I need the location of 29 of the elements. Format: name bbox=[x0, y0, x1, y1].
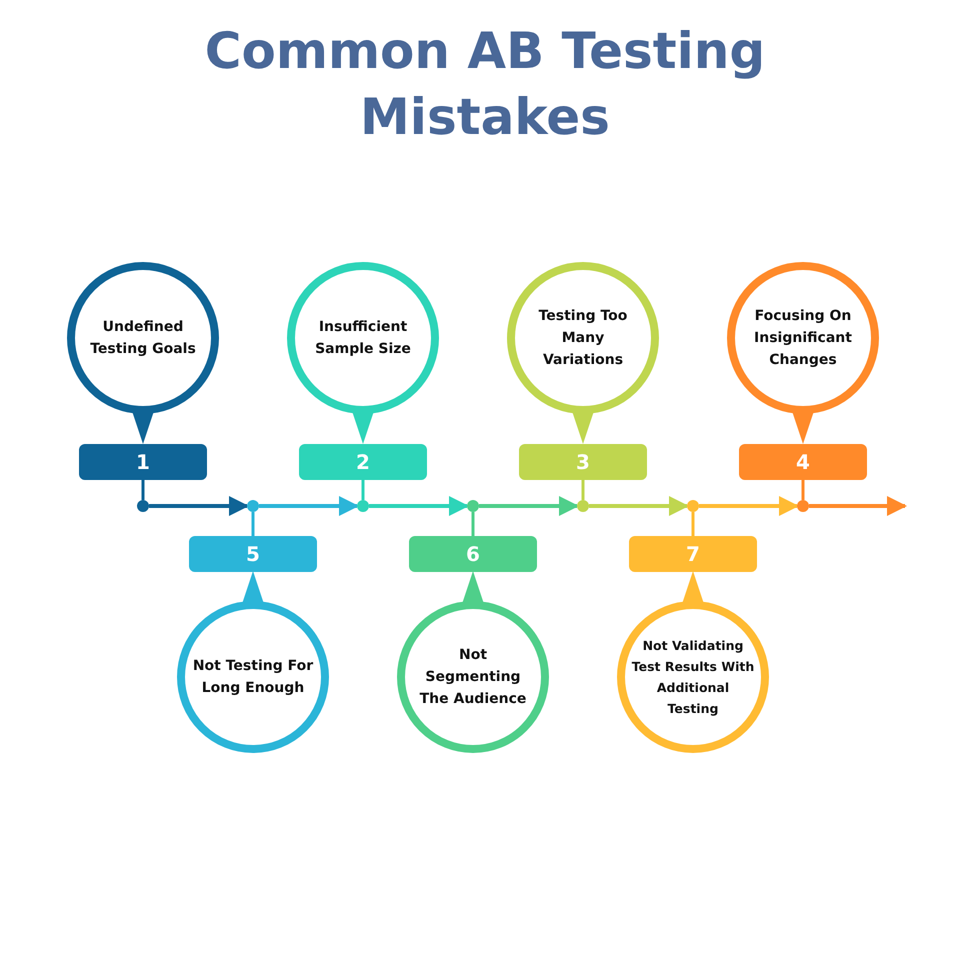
bubble-text: Insufficient Sample Size bbox=[314, 318, 412, 359]
timeline-arrow bbox=[259, 496, 359, 516]
bubble-text: Focusing On Insignificant Changes bbox=[753, 307, 853, 370]
timeline-dot bbox=[797, 500, 809, 512]
timeline-arrow bbox=[589, 496, 689, 516]
connector-line bbox=[142, 480, 144, 500]
connector-line bbox=[582, 480, 584, 500]
timeline-dot bbox=[137, 500, 149, 512]
timeline-arrow bbox=[149, 496, 249, 516]
connector-line bbox=[802, 480, 804, 500]
connector-line bbox=[252, 512, 254, 536]
bubble-text: Not Segmenting The Audience bbox=[418, 646, 528, 709]
timeline-dot bbox=[357, 500, 369, 512]
timeline-dot bbox=[467, 500, 479, 512]
timeline-dot bbox=[687, 500, 699, 512]
connector-line bbox=[692, 512, 694, 536]
timeline-dot bbox=[577, 500, 589, 512]
timeline-arrow bbox=[369, 496, 469, 516]
timeline-arrow bbox=[479, 496, 579, 516]
bubble-text: Testing Too Many Variations bbox=[538, 307, 628, 370]
title: Common AB Testing Mistakes bbox=[204, 21, 766, 148]
timeline-arrow bbox=[699, 496, 799, 516]
connector-line bbox=[472, 512, 474, 536]
timeline-dot bbox=[247, 500, 259, 512]
bubble-text: Not Validating Test Results With Additional Testing bbox=[631, 637, 755, 718]
connector-line bbox=[362, 480, 364, 500]
timeline-arrow bbox=[809, 496, 907, 516]
bubble-text: Undefined Testing Goals bbox=[89, 318, 197, 359]
bubble-text: Not Testing For Long Enough bbox=[192, 657, 314, 698]
